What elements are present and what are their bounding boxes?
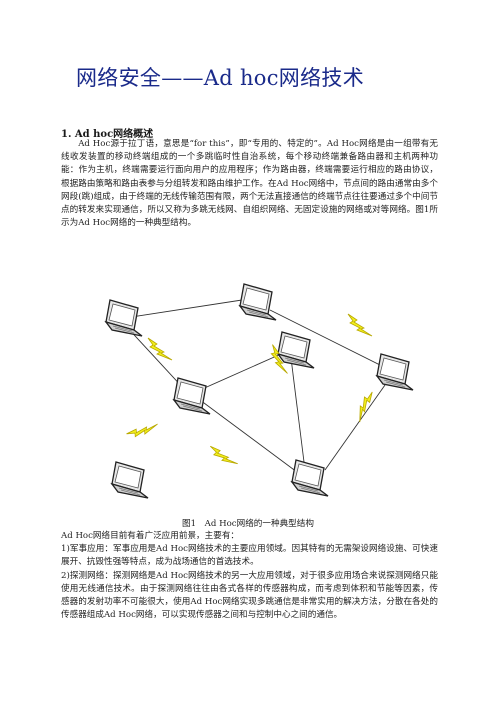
intro-paragraph: Ad Hoc源于拉丁语，意思是“for this”，即“专用的、特定的”。Ad … (61, 139, 438, 229)
laptop-icon (105, 299, 143, 337)
section-heading: 1. Ad hoc网络概述 (61, 129, 154, 140)
laptop-icon (239, 283, 277, 321)
lightning-icon (209, 441, 239, 469)
laptop-icon (173, 377, 211, 415)
page-title: 网络安全——Ad hoc网络技术 (76, 66, 365, 90)
application-military: 1)军事应用：军事应用是Ad Hoc网络技术的主要应用领域。因其特有的无需架设网… (61, 544, 438, 568)
lightning-icon (126, 412, 158, 446)
lightning-icon (351, 391, 381, 423)
application-sensor-network: 2)探测网络：探测网络是Ad Hoc网络技术的另一大应用领域，对于很多应用场合来… (61, 570, 438, 621)
figure-caption: 图1 Ad Hoc网络的一种典型结构 (182, 519, 314, 529)
lightning-icon (347, 313, 373, 337)
laptop-icon (277, 331, 315, 369)
laptop-icon (111, 461, 149, 499)
lightning-icon (147, 337, 173, 361)
applications-section: Ad Hoc网络目前有着广泛应用前景，主要有： 1)军事应用：军事应用是Ad H… (61, 530, 438, 622)
applications-intro: Ad Hoc网络目前有着广泛应用前景，主要有： (61, 531, 240, 541)
network-figure (105, 283, 414, 499)
laptop-icon (376, 353, 414, 391)
laptop-icon (291, 459, 329, 497)
